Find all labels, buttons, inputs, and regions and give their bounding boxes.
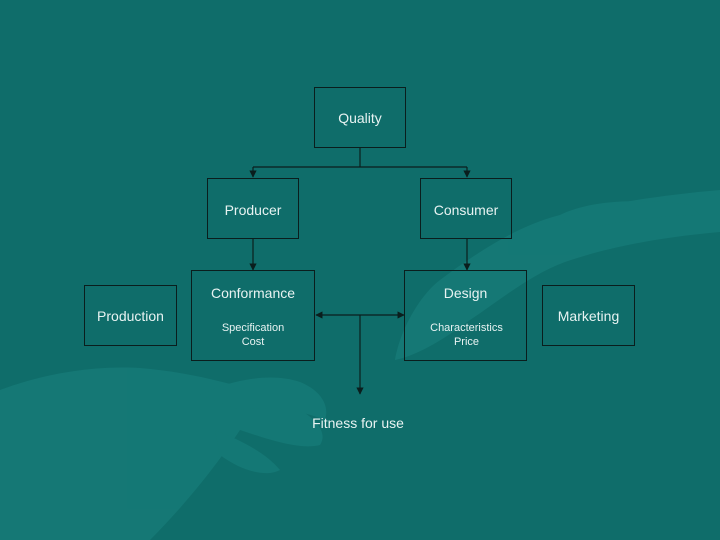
production-label: Production [97,308,164,324]
conformance-box [191,270,315,361]
design-characteristics-text: Characteristics [430,322,503,334]
conformance-label: Conformance [210,285,296,301]
marketing-label: Marketing [557,308,620,324]
producer-label: Producer [224,202,282,218]
conformance-cost-text: Cost [241,336,265,348]
production-box [84,285,177,346]
design-price-text: Price [453,336,480,348]
consumer-label: Consumer [433,202,499,218]
conformance-specification-text: Specification [221,322,285,334]
quality-box [314,87,406,148]
design-box [404,270,527,361]
fitness-for-use-label: Fitness for use [312,415,404,431]
producer-box [207,178,299,239]
design-label: Design [443,285,488,301]
consumer-box [420,178,512,239]
quality-label: Quality [338,110,382,126]
marketing-box [542,285,635,346]
